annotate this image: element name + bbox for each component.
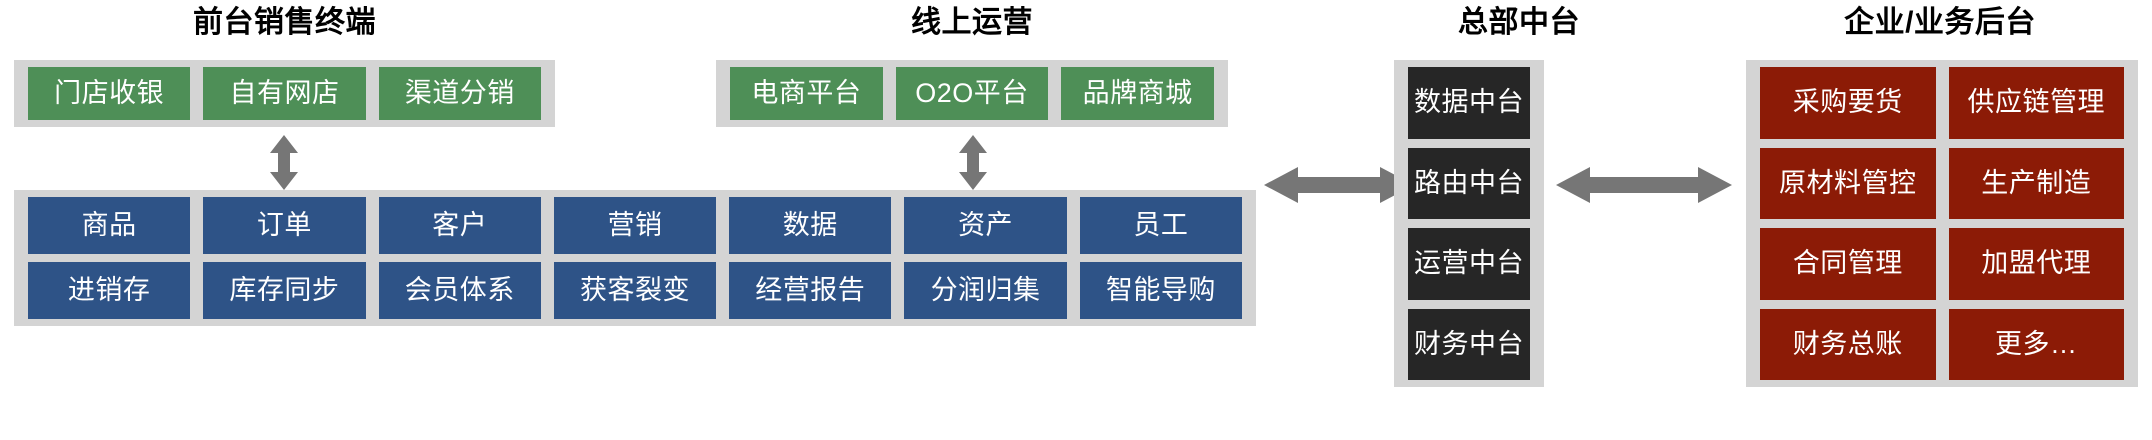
grid-unified-platform: 商品 订单 客户 营销 数据 资产 员工 进销存 库存同步 会员体系 获客裂变 … (28, 197, 1242, 319)
grid-headquarters-modules: 数据中台 路由中台 运营中台 财务中台 (1408, 67, 1530, 380)
connector-platform-to-headquarters (1264, 160, 1414, 210)
channel-box[interactable]: 电商平台 (730, 67, 883, 120)
channel-box[interactable]: 渠道分销 (378, 67, 541, 120)
section-title-frontline: 前台销售终端 (193, 6, 376, 39)
headquarters-module-box[interactable]: 路由中台 (1408, 147, 1530, 219)
connector-headquarters-to-backoffice (1556, 160, 1732, 210)
backoffice-module-box[interactable]: 加盟代理 (1948, 228, 2124, 300)
grid-backoffice-modules: 采购要货 供应链管理 原材料管控 生产制造 合同管理 加盟代理 财务总账 更多… (1760, 67, 2124, 380)
section-title-headquarters: 总部中台 (1458, 6, 1580, 39)
backoffice-module-box[interactable]: 原材料管控 (1760, 147, 1936, 219)
headquarters-module-box[interactable]: 运营中台 (1408, 228, 1530, 300)
backoffice-module-box[interactable]: 合同管理 (1760, 228, 1936, 300)
platform-module-box[interactable]: 订单 (203, 197, 366, 254)
platform-module-box[interactable]: 智能导购 (1079, 262, 1242, 319)
platform-module-box[interactable]: 库存同步 (203, 262, 366, 319)
platform-module-box[interactable]: 商品 (28, 197, 191, 254)
platform-module-box[interactable]: 获客裂变 (553, 262, 717, 319)
headquarters-module-box[interactable]: 数据中台 (1408, 67, 1530, 139)
headquarters-module-box[interactable]: 财务中台 (1408, 308, 1530, 380)
platform-module-box[interactable]: 员工 (1079, 197, 1242, 254)
channel-box[interactable]: O2O平台 (895, 67, 1049, 120)
channel-box[interactable]: 门店收银 (28, 67, 191, 120)
platform-module-box[interactable]: 资产 (904, 197, 1067, 254)
section-title-backoffice: 企业/业务后台 (1844, 6, 2036, 39)
platform-module-box[interactable]: 分润归集 (904, 262, 1067, 319)
backoffice-module-box[interactable]: 供应链管理 (1948, 67, 2124, 139)
backoffice-module-box[interactable]: 更多… (1948, 308, 2124, 380)
platform-module-box[interactable]: 进销存 (28, 262, 191, 319)
connector-online-to-platform (953, 135, 993, 190)
connector-frontline-to-platform (264, 135, 304, 190)
platform-module-box[interactable]: 数据 (729, 197, 892, 254)
channel-box[interactable]: 品牌商城 (1061, 67, 1214, 120)
section-title-online: 线上运营 (911, 6, 1033, 39)
platform-module-box[interactable]: 营销 (553, 197, 717, 254)
platform-module-box[interactable]: 会员体系 (378, 262, 541, 319)
platform-module-box[interactable]: 客户 (378, 197, 541, 254)
grid-online-channels: 电商平台 O2O平台 品牌商城 (730, 67, 1214, 120)
platform-module-box[interactable]: 经营报告 (729, 262, 892, 319)
backoffice-module-box[interactable]: 财务总账 (1760, 308, 1936, 380)
channel-box[interactable]: 自有网店 (203, 67, 366, 120)
grid-frontline-channels: 门店收银 自有网店 渠道分销 (28, 67, 541, 120)
backoffice-module-box[interactable]: 采购要货 (1760, 67, 1936, 139)
backoffice-module-box[interactable]: 生产制造 (1948, 147, 2124, 219)
